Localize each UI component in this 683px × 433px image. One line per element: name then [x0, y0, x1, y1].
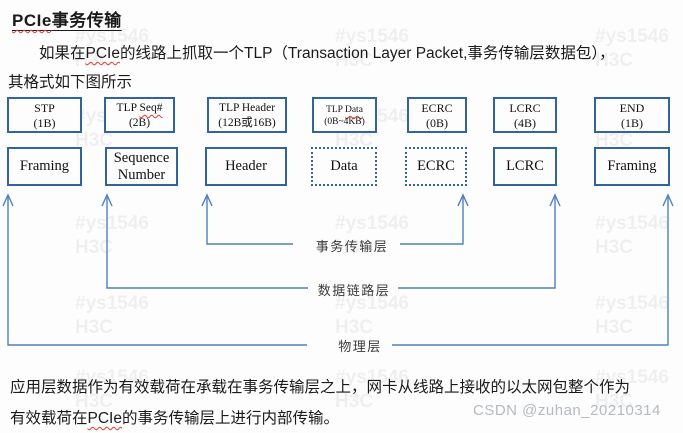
box-lcrc-top: LCRC(4B) [493, 97, 557, 133]
bracket-datalink-left [106, 196, 308, 289]
csdn-watermark: CSDN @zuhan_20210314 [473, 402, 661, 419]
intro-paragraph: 如果在PCIe的线路上抓取一个TLP（Transaction Layer Pac… [8, 39, 678, 97]
box-sequence-number-label: Sequence Number [113, 149, 170, 183]
faint-watermark-tile: #ys1546 H3C [595, 213, 669, 258]
faint-watermark-tile: #ys1546 H3C [75, 293, 149, 338]
box-framing-left-label: Framing [19, 158, 70, 174]
box-framing-left: Framing [7, 147, 82, 186]
box-ecrc-top-label: ECRC [421, 101, 453, 115]
box-data-label: Data [330, 158, 358, 174]
outro-paragraph: 应用层数据作为有效载荷在承载在事务传输层之上，网卡从线路上接收的以太网包整个作为… [10, 372, 680, 433]
box-stp: STP(1B) [7, 97, 82, 133]
arrowhead-transaction-right [457, 193, 469, 207]
box-end-label: END [619, 101, 645, 115]
bracket-physical-left [7, 196, 307, 346]
box-tlp-seq-label-wavy: Seq# [139, 102, 163, 114]
title-rest: 事务传输 [51, 11, 122, 30]
arrowhead-datalink-left [101, 193, 113, 207]
arrowhead-transaction-left [201, 193, 213, 207]
box-tlp-seq: TLP Seq# (2B) [104, 97, 175, 133]
bracket-physical-right [392, 196, 669, 346]
box-header-label: Header [225, 158, 267, 174]
box-ecrc-top-size: (0B) [426, 116, 448, 130]
outro-line1: 应用层数据作为有效载荷在承载在事务传输层之上，网卡从线路上接收的以太网包整个作为 [10, 379, 631, 396]
box-header: Header [205, 147, 287, 186]
title-brand: PCIe [12, 11, 52, 30]
intro-pre: 如果在 [39, 45, 86, 62]
box-tlp-data-label-wavy: Data [344, 105, 363, 115]
faint-watermark-tile: #ys1546 H3C [75, 213, 149, 258]
box-tlp-header-size: (12B或16B) [218, 117, 276, 129]
box-tlp-data-size: (0B~4KB) [324, 117, 365, 127]
box-lcrc-top-size: (4B) [514, 116, 536, 130]
faint-watermark-tile: #ys1546 H3C [595, 293, 669, 338]
label-data-link-layer: 数据链路层 [317, 283, 391, 298]
box-tlp-header-label: TLP Header [218, 102, 276, 114]
box-tlp-data-label: TLP [326, 105, 345, 115]
page-title: PCIe事务传输 [12, 6, 122, 31]
intro-line1: 的线路上抓取一个TLP（Transaction Layer Packet,事务传… [119, 45, 615, 62]
box-end-size: (1B) [621, 116, 643, 130]
box-framing-right-label: Framing [607, 158, 657, 174]
label-transaction-layer: 事务传输层 [315, 239, 389, 254]
box-stp-label: STP [34, 101, 55, 115]
box-sequence-number: Sequence Number [105, 147, 178, 186]
arrowhead-physical-left [2, 193, 14, 207]
bracket-transaction-left [206, 196, 293, 245]
bracket-datalink-right [398, 196, 556, 289]
faint-watermark-tile: #ys1546 H3C [335, 293, 409, 338]
intro-brand: PCIe [85, 45, 120, 62]
box-tlp-header: TLP Header (12B或16B) [207, 97, 287, 133]
box-end: END(1B) [594, 97, 670, 133]
box-ecrc-bottom: ECRC [405, 147, 467, 186]
box-tlp-data: TLP Data (0B~4KB) [312, 97, 377, 133]
box-data: Data [311, 147, 377, 186]
outro-brand: PCIe [87, 410, 122, 427]
box-lcrc-bottom-label: LCRC [506, 158, 544, 174]
label-physical-layer: 物理层 [338, 339, 382, 354]
box-lcrc-bottom: LCRC [493, 147, 557, 186]
box-lcrc-top-label: LCRC [509, 101, 541, 115]
arrowhead-physical-right [662, 193, 674, 207]
box-tlp-seq-label: TLP [116, 102, 140, 114]
bracket-transaction-right [400, 196, 464, 245]
box-ecrc-bottom-label: ECRC [417, 158, 455, 174]
arrowhead-datalink-right [549, 193, 561, 207]
intro-line2: 其格式如下图所示 [8, 74, 133, 91]
box-tlp-seq-size: (2B) [128, 117, 151, 129]
box-framing-right: Framing [594, 147, 670, 186]
outro-line2-pre: 有效载荷在 [10, 410, 88, 427]
outro-line2-post: 的事务传输层上进行内部传输。 [121, 410, 339, 427]
box-ecrc-top: ECRC(0B) [407, 97, 467, 133]
box-stp-size: (1B) [33, 116, 56, 130]
